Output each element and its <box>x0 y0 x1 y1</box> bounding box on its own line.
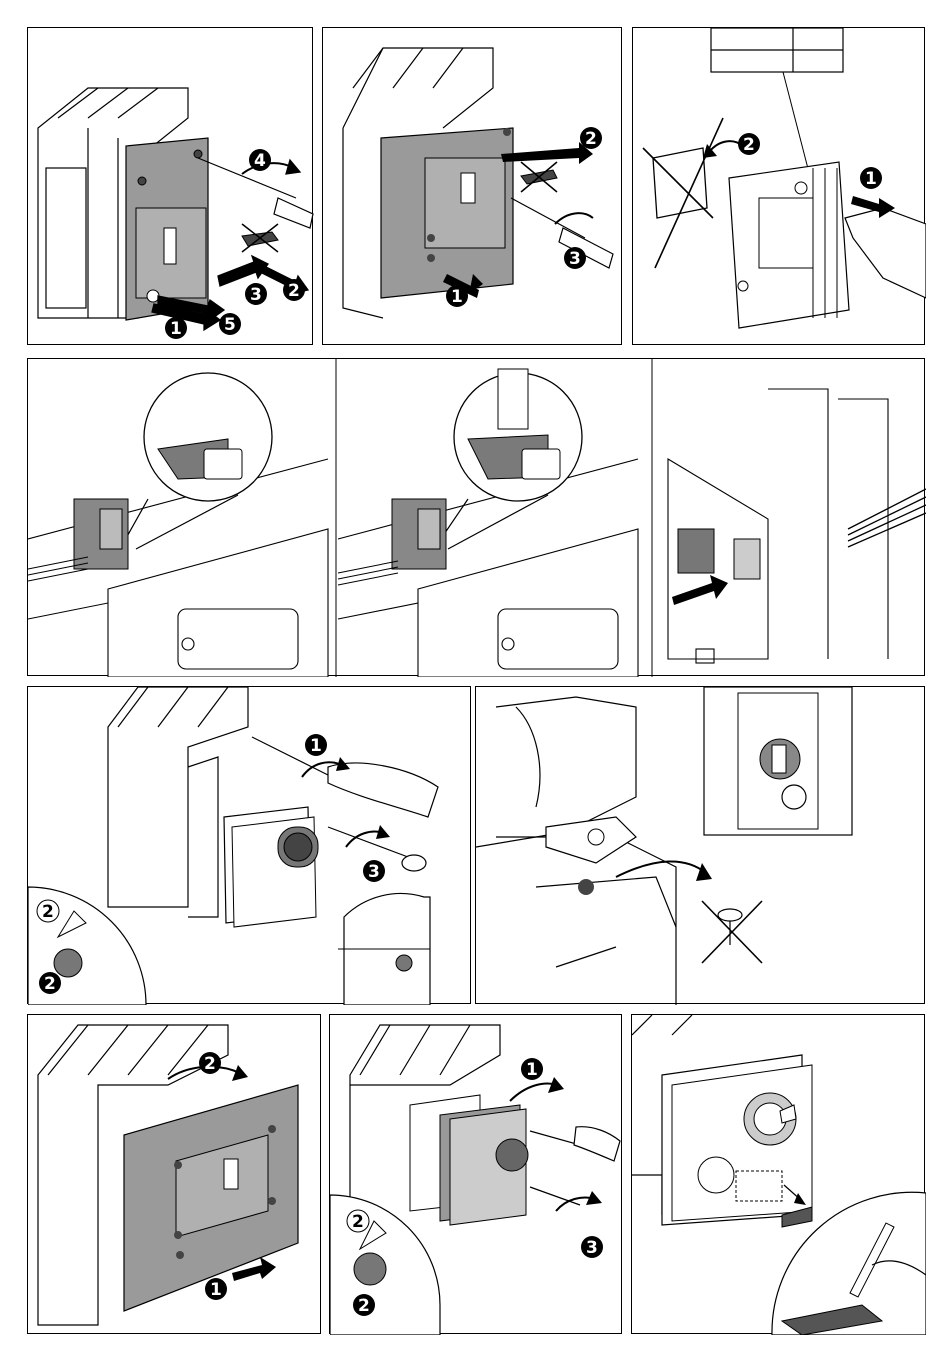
p7-step-3: 3 <box>368 862 380 882</box>
panel-9-drawing: 2 1 <box>28 1015 322 1335</box>
panel-2-cover-unscrew: 2 3 1 <box>322 27 622 345</box>
panel-1-drawing: 1 2 3 4 5 <box>28 28 314 346</box>
panel-1-cover-removal: 1 2 3 4 5 <box>27 27 313 345</box>
p1-step-2: 2 <box>288 281 300 301</box>
p3-step-1: 1 <box>865 169 877 189</box>
panel-7-drawing: 1 3 2 2 <box>28 687 472 1005</box>
panel-11-label-marking <box>631 1014 925 1334</box>
p7-step-1: 1 <box>310 736 322 756</box>
panel-3-drawing: 1 2 <box>633 28 926 346</box>
p10-step-1: 1 <box>526 1060 538 1080</box>
p1-step-3: 3 <box>250 285 262 305</box>
p10-step-3: 3 <box>586 1238 598 1258</box>
panel-3-mounting-plate: 1 2 <box>632 27 925 345</box>
panel-4-5-6-drawing <box>28 359 926 677</box>
panel-10-drawing: 1 3 2 2 <box>330 1015 623 1335</box>
panel-11-drawing <box>632 1015 926 1335</box>
panel-8-screw-discard <box>475 686 925 1004</box>
panel-4-5-6-aux-contact <box>27 358 925 676</box>
p9-step-1: 1 <box>210 1280 222 1300</box>
p2-step-2: 2 <box>585 129 597 149</box>
p7-step-2-outline: 2 <box>42 902 54 922</box>
p2-step-3: 3 <box>569 249 581 269</box>
p2-step-1: 1 <box>451 287 463 307</box>
p1-step-5: 5 <box>224 315 236 335</box>
p1-step-1: 1 <box>170 319 182 339</box>
p7-step-2: 2 <box>44 974 56 994</box>
p3-step-2: 2 <box>743 135 755 155</box>
panel-7-rotary-handle-mount: 1 3 2 2 <box>27 686 471 1004</box>
panel-10-handle-refit: 1 3 2 2 <box>329 1014 622 1334</box>
p1-step-4: 4 <box>254 151 266 171</box>
p9-step-2: 2 <box>204 1054 216 1074</box>
panel-9-cover-refit: 2 1 <box>27 1014 321 1334</box>
panel-2-drawing: 2 3 1 <box>323 28 623 346</box>
p10-step-2-outline: 2 <box>352 1212 364 1232</box>
panel-8-drawing <box>476 687 926 1005</box>
p10-step-2: 2 <box>358 1296 370 1316</box>
